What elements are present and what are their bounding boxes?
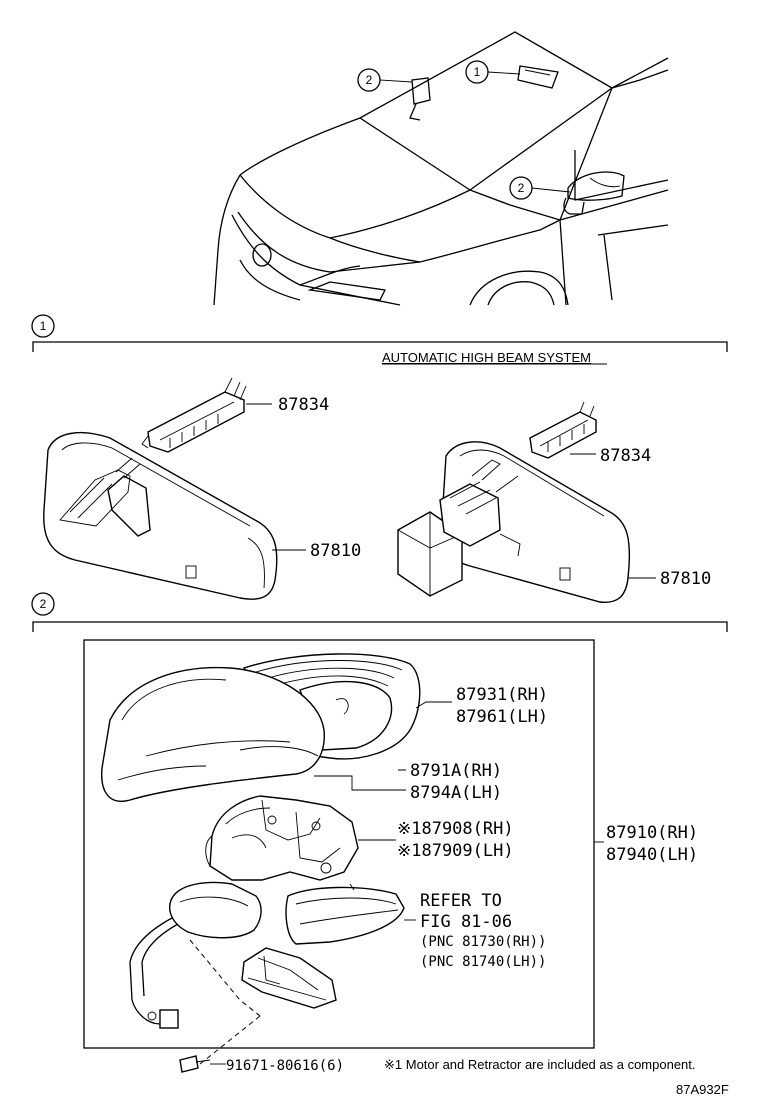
- car-overview-illustration: 2 1 2: [213, 31, 669, 306]
- turn-signal-lamp: [285, 883, 405, 945]
- part-87931: 87931(RH): [456, 685, 548, 705]
- callout-2-top: 2: [366, 73, 373, 87]
- footnote: ※1 Motor and Retractor are included as a…: [384, 1057, 696, 1072]
- section-2-bracket: [32, 621, 728, 632]
- figure-code: 87A932F: [676, 1082, 729, 1097]
- part-87940: 87940(LH): [606, 845, 698, 865]
- part-8791A: 8791A(RH): [410, 761, 502, 781]
- part-91671: 91671-80616(6): [226, 1058, 344, 1074]
- sensor-87834-right: [529, 401, 597, 459]
- refer-line-1: REFER TO: [420, 891, 502, 911]
- part-8794A: 8794A(LH): [410, 783, 502, 803]
- section-2-callout: 2: [40, 597, 47, 611]
- callout-2-car: 2: [518, 181, 525, 195]
- section-1-inner-mirror: 1 AUTOMATIC HIGH BEAM SYSTEM 87834: [31, 314, 728, 603]
- part-87908: ※187908(RH): [397, 819, 514, 839]
- callout-1-car: 1: [474, 65, 481, 79]
- refer-line-2: FIG 81-06: [420, 912, 512, 932]
- section-2-outer-mirror: 2: [31, 592, 728, 1074]
- part-87909: ※187909(LH): [397, 841, 514, 861]
- part-87961: 87961(LH): [456, 707, 548, 727]
- mirror-cover: [101, 666, 325, 802]
- refer-line-3: (PNC 81730(RH)): [420, 934, 546, 950]
- section-title: AUTOMATIC HIGH BEAM SYSTEM: [382, 350, 591, 365]
- section-1-callout: 1: [40, 319, 47, 333]
- part-87834-right: 87834: [600, 446, 651, 466]
- part-87810-left: 87810: [310, 541, 361, 561]
- assembly-box: [83, 639, 595, 1049]
- part-87810-right: 87810: [660, 569, 711, 589]
- inner-mirror-right: [397, 441, 631, 603]
- lower-bracket: [241, 947, 337, 1009]
- mirror-base: [129, 881, 262, 1029]
- motor-retractor: [205, 795, 359, 881]
- section-1-bracket: [32, 341, 728, 352]
- part-87834-left: 87834: [278, 395, 329, 415]
- inner-mirror-left: [43, 431, 278, 600]
- refer-line-4: (PNC 81740(LH)): [420, 954, 546, 970]
- sensor-87834-left: [141, 377, 247, 453]
- part-87910: 87910(RH): [606, 823, 698, 843]
- bolt: [179, 1055, 211, 1073]
